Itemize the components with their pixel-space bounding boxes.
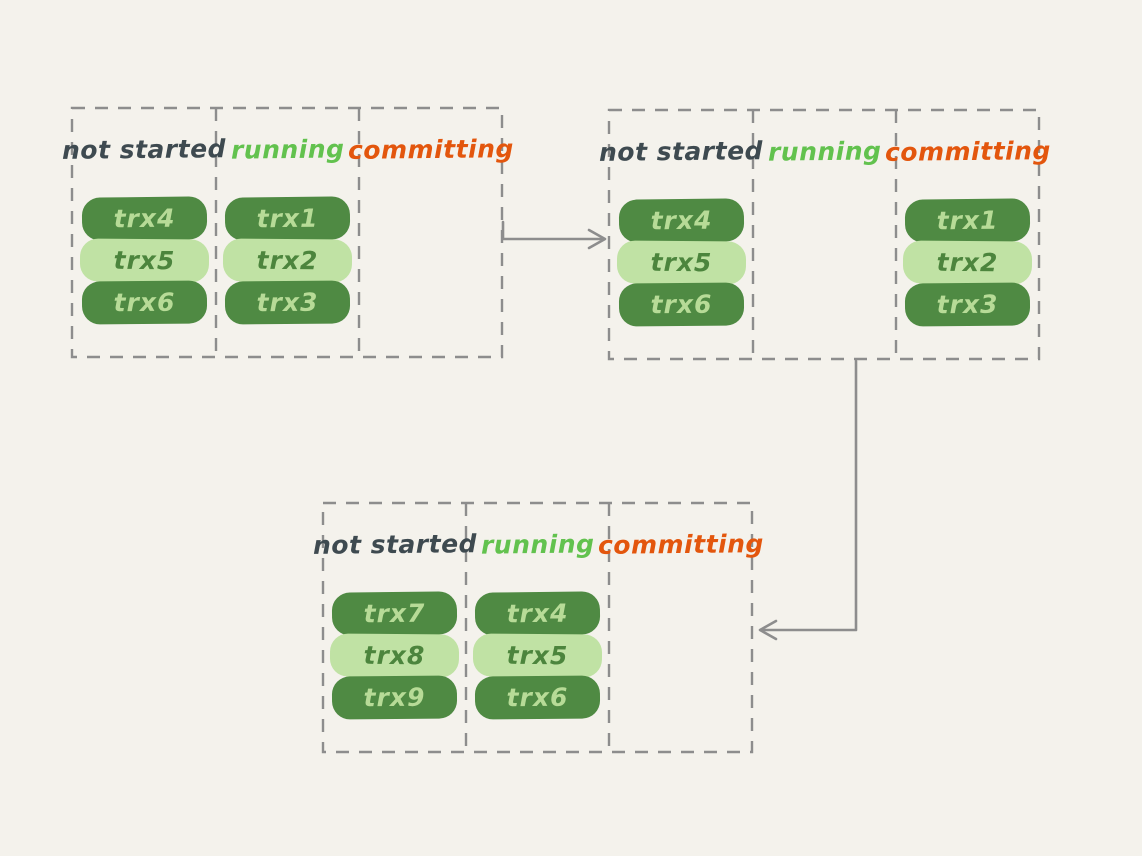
panel1-column-running: running trx1 trx2 trx3	[216, 108, 359, 357]
arrow-panel1-to-panel2-head	[587, 228, 607, 250]
pill-stack: trx7 trx8 trx9	[329, 591, 460, 720]
panel3-column-not-started: not started trx7 trx8 trx9	[312, 503, 477, 752]
column-label: committing	[884, 136, 1051, 167]
column-label: not started	[312, 529, 477, 560]
panel3-column-committing: committing	[597, 503, 763, 752]
panel-2-border	[607, 108, 1041, 361]
transaction-pill: trx1	[904, 198, 1031, 243]
panel3-column-running: running trx4 trx5 trx6	[466, 503, 609, 752]
column-label: not started	[598, 136, 764, 167]
arrow-panel1-to-panel2	[501, 220, 606, 241]
transaction-pill: trx4	[618, 198, 744, 243]
transaction-pill: trx8	[329, 633, 460, 678]
transaction-pill: trx4	[81, 196, 207, 241]
pill-stack: trx4 trx5 trx6	[79, 196, 209, 325]
transaction-pill: trx3	[224, 280, 351, 325]
panel-3-border	[321, 501, 754, 754]
panel2-column-committing: committing trx1 trx2 trx3	[884, 110, 1051, 359]
transaction-pill: trx1	[224, 196, 351, 241]
column-label: running	[230, 134, 345, 165]
transaction-pill: trx2	[902, 240, 1033, 285]
transaction-pill: trx6	[474, 675, 601, 720]
transaction-pill: trx9	[331, 675, 458, 720]
transaction-pill: trx6	[618, 282, 744, 327]
column-label: committing	[597, 529, 764, 560]
panel1-column-committing: committing	[347, 108, 513, 357]
transaction-pill: trx2	[222, 238, 353, 283]
column-label: committing	[347, 134, 514, 165]
column-label: not started	[61, 134, 227, 165]
arrow-panel2-to-panel3	[759, 359, 858, 632]
transaction-pill: trx7	[331, 591, 458, 636]
panel2-column-running: running	[753, 110, 896, 359]
arrow-panel2-to-panel3-head	[758, 619, 778, 641]
column-label: running	[767, 136, 882, 167]
pill-stack: trx4 trx5 trx6	[616, 198, 746, 327]
pill-stack: trx1 trx2 trx3	[222, 196, 353, 325]
panel1-column-not-started: not started trx4 trx5 trx6	[62, 108, 226, 357]
transaction-pill: trx4	[474, 591, 601, 636]
pill-stack: trx4 trx5 trx6	[472, 591, 603, 720]
transaction-pill: trx3	[904, 282, 1031, 327]
panel2-column-not-started: not started trx4 trx5 trx6	[599, 110, 763, 359]
transaction-pill: trx5	[472, 633, 603, 678]
transaction-pill: trx5	[616, 240, 746, 285]
transaction-pill: trx5	[79, 238, 209, 283]
column-label: running	[480, 529, 595, 560]
pill-stack: trx1 trx2 trx3	[902, 198, 1033, 327]
transaction-pill: trx6	[81, 280, 207, 325]
